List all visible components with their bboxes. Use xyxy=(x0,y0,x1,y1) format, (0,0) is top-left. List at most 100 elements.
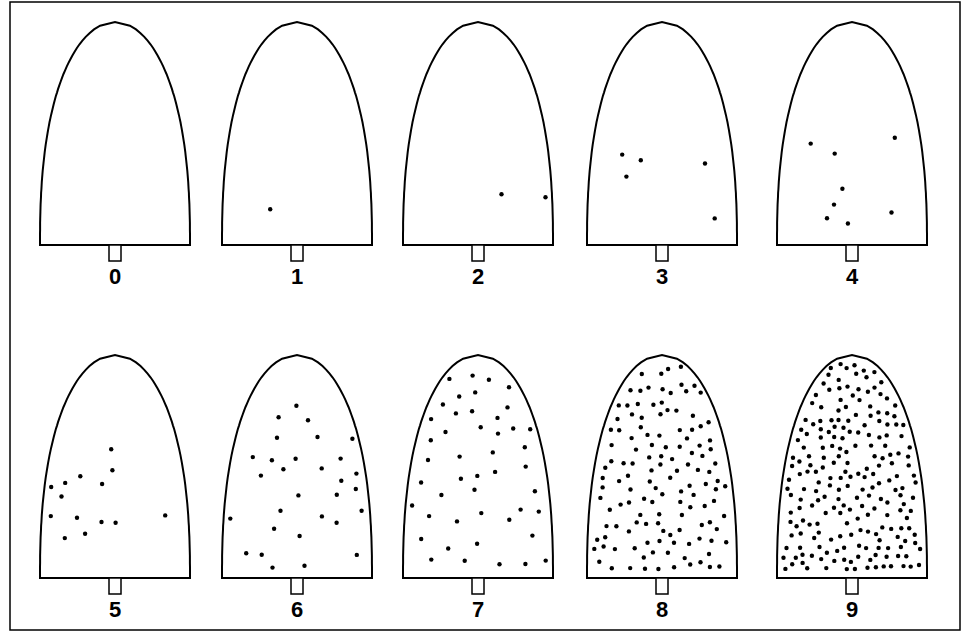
dot xyxy=(709,447,713,451)
dot xyxy=(601,544,605,548)
dot xyxy=(876,546,880,550)
dot xyxy=(819,557,823,561)
dot xyxy=(829,537,833,541)
dot xyxy=(459,477,463,481)
dot xyxy=(907,526,911,530)
dot xyxy=(651,550,655,554)
dot xyxy=(825,551,829,555)
dot xyxy=(625,403,629,407)
dot xyxy=(624,174,628,178)
stage-number: 6 xyxy=(277,598,317,622)
dot xyxy=(838,534,842,538)
dot xyxy=(441,402,445,406)
dot xyxy=(670,457,674,461)
dot xyxy=(678,428,682,432)
dot xyxy=(838,446,842,450)
dot xyxy=(697,443,701,447)
dot xyxy=(523,445,527,449)
dot xyxy=(716,479,720,483)
dot xyxy=(816,498,820,502)
dot xyxy=(276,415,280,419)
dot xyxy=(543,195,547,199)
dot xyxy=(707,552,711,556)
dot xyxy=(638,389,642,393)
dot xyxy=(496,431,500,435)
stem xyxy=(846,245,858,261)
dot xyxy=(787,478,791,482)
dot xyxy=(609,428,613,432)
dot xyxy=(865,566,869,570)
dot xyxy=(821,465,825,469)
dot xyxy=(864,546,868,550)
dot xyxy=(429,557,433,561)
dot xyxy=(852,363,856,367)
stem xyxy=(109,578,121,594)
dot xyxy=(447,377,451,381)
dot xyxy=(260,553,264,557)
dot xyxy=(475,542,479,546)
stem xyxy=(656,245,668,261)
dot xyxy=(877,463,881,467)
dot xyxy=(350,437,354,441)
dot xyxy=(709,539,713,543)
dot xyxy=(879,497,883,501)
stem xyxy=(109,245,121,261)
dot xyxy=(268,207,272,211)
dot xyxy=(856,555,860,559)
dot xyxy=(634,447,638,451)
dot xyxy=(819,427,823,431)
dot xyxy=(610,566,614,570)
dot xyxy=(251,455,255,459)
dot xyxy=(429,417,433,421)
dot xyxy=(608,508,612,512)
dot xyxy=(807,522,811,526)
dot xyxy=(789,533,793,537)
dot xyxy=(819,435,823,439)
dot xyxy=(905,516,909,520)
dot xyxy=(712,499,716,503)
dot xyxy=(783,567,787,571)
dot xyxy=(528,427,532,431)
dot xyxy=(802,487,806,491)
dot xyxy=(856,430,860,434)
dot xyxy=(598,496,602,500)
stem xyxy=(472,245,484,261)
dot xyxy=(244,551,248,555)
dot xyxy=(864,375,868,379)
dot xyxy=(849,560,853,564)
dot xyxy=(633,546,637,550)
dot xyxy=(110,468,114,472)
dot xyxy=(355,553,359,557)
dot xyxy=(898,493,902,497)
dot xyxy=(862,475,866,479)
dot xyxy=(860,504,864,508)
dot xyxy=(665,408,669,412)
dot xyxy=(278,509,282,513)
dot xyxy=(911,496,915,500)
dot xyxy=(828,476,832,480)
dot xyxy=(805,432,809,436)
dot xyxy=(851,393,855,397)
dot xyxy=(903,539,907,543)
dot xyxy=(827,430,831,434)
dot xyxy=(837,454,841,458)
dot xyxy=(446,546,450,550)
dot xyxy=(410,503,414,507)
dot xyxy=(629,436,633,440)
dome-outline xyxy=(403,22,553,245)
dot xyxy=(691,414,695,418)
dot xyxy=(615,417,619,421)
dot xyxy=(63,536,67,540)
dot xyxy=(885,396,889,400)
dot xyxy=(497,562,501,566)
dot xyxy=(808,463,812,467)
dot xyxy=(838,398,842,402)
dot xyxy=(649,468,653,472)
dot xyxy=(296,493,300,497)
dot xyxy=(708,520,712,524)
dot xyxy=(832,435,836,439)
dot xyxy=(913,480,917,484)
dot xyxy=(708,565,712,569)
dot xyxy=(896,554,900,558)
